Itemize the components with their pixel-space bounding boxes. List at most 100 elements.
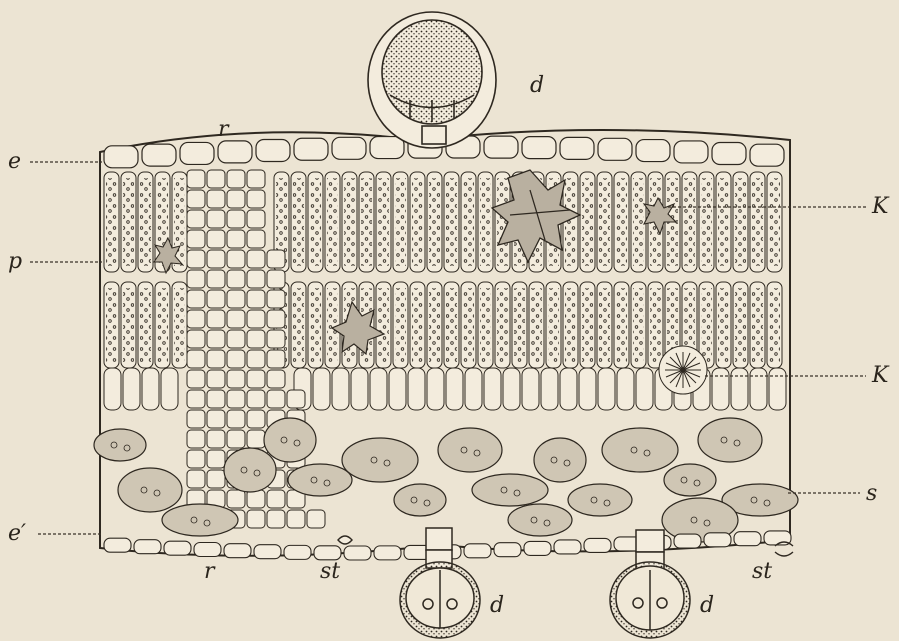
vein-cell <box>247 210 265 228</box>
spongy-cell <box>94 429 146 461</box>
vein-cell <box>267 390 285 408</box>
vein-cell <box>307 510 325 528</box>
epidermis-cell <box>734 532 761 546</box>
epidermis-cell <box>494 543 521 557</box>
vein-cell <box>247 410 265 428</box>
palisade-cell <box>750 368 767 410</box>
spongy-cell <box>472 474 548 506</box>
epidermis-cell <box>484 136 518 158</box>
label-p: p <box>8 249 22 274</box>
epidermis-cell <box>560 137 594 159</box>
spongy-cell <box>162 504 238 536</box>
label-r-top: r <box>218 117 230 142</box>
spongy-cell <box>664 464 716 496</box>
palisade-cell <box>161 368 178 410</box>
vein-cell <box>187 410 205 428</box>
vein-cell <box>187 390 205 408</box>
vein-cell <box>207 430 225 448</box>
palisade-cell <box>389 368 406 410</box>
vein-cell <box>267 330 285 348</box>
epidermis-cell <box>104 538 131 552</box>
vein-cell <box>227 350 245 368</box>
spongy-cell <box>264 418 316 462</box>
epidermis-cell <box>522 137 556 159</box>
label-d-left: d <box>490 593 504 618</box>
palisade-cell <box>446 368 463 410</box>
vein-cell <box>207 190 225 208</box>
label-d-right: d <box>700 593 714 618</box>
epidermis-cell <box>636 140 670 162</box>
vein-cell <box>267 310 285 328</box>
vein-cell <box>207 370 225 388</box>
vein-cell <box>187 350 205 368</box>
label-s: s <box>866 481 877 506</box>
vein-cell <box>267 270 285 288</box>
spongy-cell <box>698 418 762 462</box>
vein-cell <box>247 490 265 508</box>
label-K-upper: K <box>871 194 890 219</box>
vein-cell <box>187 470 205 488</box>
vein-cell <box>187 330 205 348</box>
epidermis-cell <box>314 546 341 560</box>
epidermis-cell <box>674 534 701 548</box>
vein-cell <box>267 490 285 508</box>
spongy-cell <box>394 484 446 516</box>
vein-cell <box>227 330 245 348</box>
epidermis-cell <box>464 544 491 558</box>
vein-cell <box>247 390 265 408</box>
palisade-cell <box>560 368 577 410</box>
label-e-prime: e′ <box>8 521 26 546</box>
vein-cell <box>187 230 205 248</box>
palisade-cell <box>332 368 349 410</box>
vein-cell <box>187 430 205 448</box>
vein-cell <box>247 170 265 188</box>
epidermis-cell <box>598 138 632 160</box>
palisade-cell <box>731 368 748 410</box>
vein-cell <box>187 250 205 268</box>
vein-cell <box>207 210 225 228</box>
vein-cell <box>267 370 285 388</box>
label-d-top: d <box>530 73 544 98</box>
vein-cell <box>227 370 245 388</box>
vein-cell <box>227 170 245 188</box>
gland-top <box>368 12 496 148</box>
vein-cell <box>267 350 285 368</box>
epidermis-cell <box>180 142 214 164</box>
epidermis-cell <box>704 533 731 547</box>
vein-cell <box>247 230 265 248</box>
vein-cell <box>207 330 225 348</box>
epidermis-cell <box>224 544 251 558</box>
spongy-cell <box>118 468 182 512</box>
vein-cell <box>287 510 305 528</box>
palisade-cell <box>769 368 786 410</box>
vein-cell <box>207 390 225 408</box>
vein-cell <box>227 410 245 428</box>
vein-cell <box>227 230 245 248</box>
label-K-lower: K <box>871 363 890 388</box>
epidermis-cell <box>674 141 708 163</box>
epidermis-cell <box>164 541 191 555</box>
vein-cell <box>267 290 285 308</box>
palisade-cell <box>465 368 482 410</box>
palisade-cell <box>541 368 558 410</box>
epidermis-cell <box>712 143 746 165</box>
palisade-cell <box>484 368 501 410</box>
vein-cell <box>247 250 265 268</box>
spongy-cell <box>438 428 502 472</box>
palisade-cell <box>712 368 729 410</box>
epidermis-cell <box>370 137 404 159</box>
spongy-cell <box>568 484 632 516</box>
palisade-cell <box>370 368 387 410</box>
spongy-cell <box>602 428 678 472</box>
palisade-cell <box>636 368 653 410</box>
vein-cell <box>227 430 245 448</box>
vein-cell <box>247 370 265 388</box>
vein-cell <box>227 250 245 268</box>
vein-cell <box>207 450 225 468</box>
epidermis-cell <box>554 540 581 554</box>
palisade-cell <box>104 368 121 410</box>
palisade-cell <box>123 368 140 410</box>
label-st-left: st <box>320 559 340 584</box>
